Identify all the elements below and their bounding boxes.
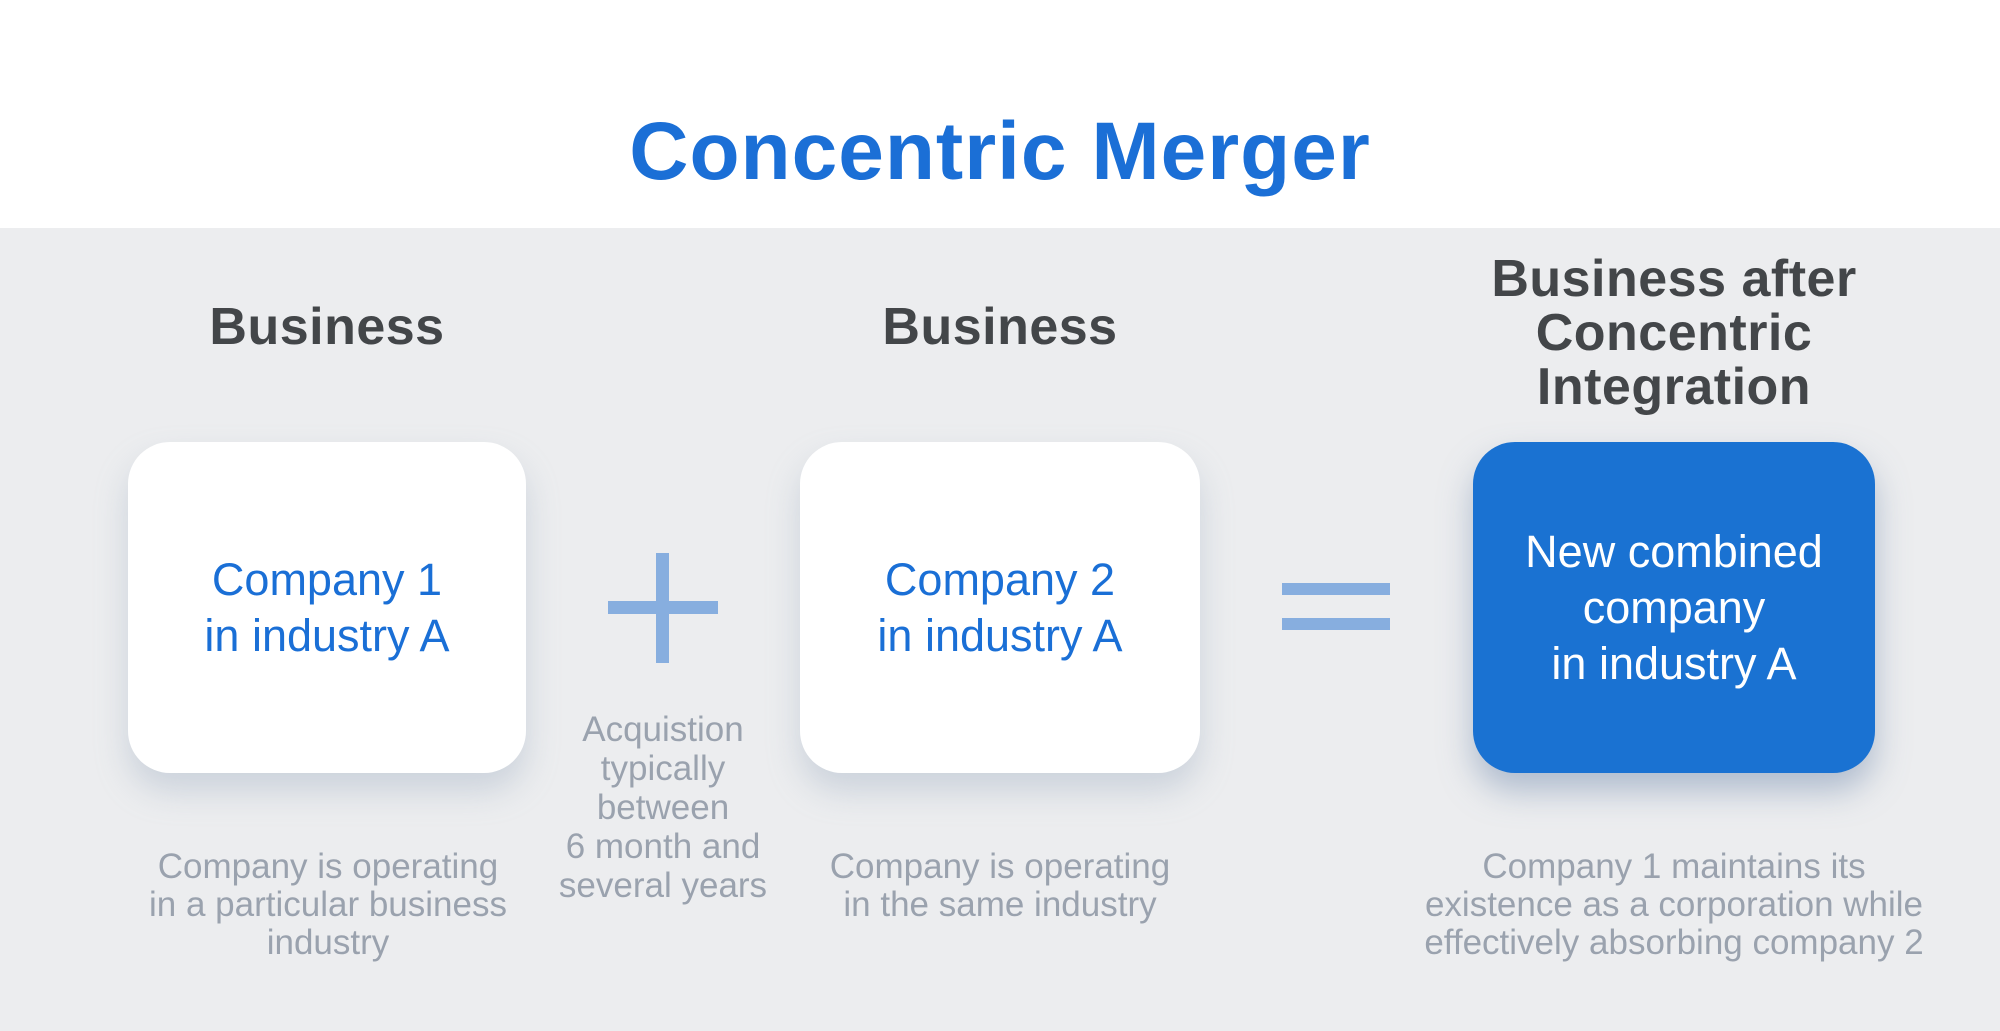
column-heading-business-2: Business [882, 298, 1118, 356]
plus-icon-horizontal-bar [608, 601, 718, 614]
combined-company-card-label: New combined company in industry A [1525, 525, 1823, 689]
company-1-card: Company 1 in industry A [128, 442, 526, 773]
company-2-card-label: Company 2 in industry A [877, 553, 1123, 661]
column-heading-after-integration: Business after Concentric Integration [1491, 250, 1857, 416]
company-2-card: Company 2 in industry A [800, 442, 1200, 773]
company-1-caption: Company is operating in a particular bus… [149, 847, 507, 962]
plus-icon [608, 553, 718, 663]
acquisition-duration-note: Acquistion typically between 6 month and… [558, 710, 768, 905]
combined-company-card: New combined company in industry A [1473, 442, 1875, 773]
equals-icon [1282, 583, 1390, 630]
column-heading-business-1: Business [209, 298, 445, 356]
equals-icon-top-bar [1282, 583, 1390, 595]
combined-company-caption: Company 1 maintains its existence as a c… [1424, 847, 1924, 962]
company-1-card-label: Company 1 in industry A [204, 553, 450, 661]
page-title: Concentric Merger [629, 105, 1371, 197]
equals-icon-bottom-bar [1282, 618, 1390, 630]
company-2-caption: Company is operating in the same industr… [829, 847, 1171, 924]
